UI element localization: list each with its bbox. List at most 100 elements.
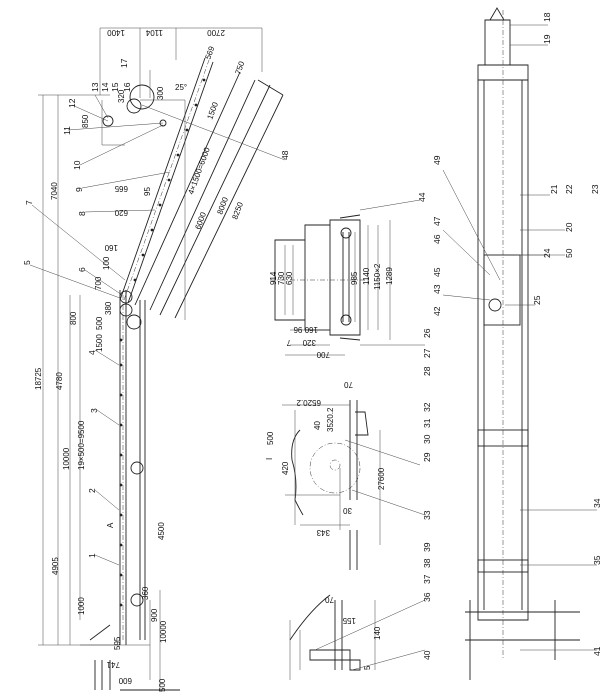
dim-10000: 10000: [62, 447, 71, 470]
dim-569: 569: [203, 45, 216, 61]
part-5: 5: [22, 260, 32, 265]
dim-500-b: 500: [95, 316, 104, 330]
dim-18725: 18725: [34, 367, 43, 390]
dim-665: 665: [114, 184, 128, 193]
dim-1140: 1140: [362, 267, 371, 285]
part-7: 7: [24, 200, 34, 205]
dim-4500: 4500: [157, 522, 166, 540]
dim-1289: 1289: [385, 267, 394, 285]
dim-155: 155: [342, 616, 356, 625]
dim-95: 95: [143, 187, 152, 196]
part-6: 6: [77, 267, 87, 272]
part-49: 49: [432, 155, 442, 165]
section-mark-i: I: [265, 458, 274, 460]
dim-3520: 3520.2: [326, 407, 335, 432]
dim-6000: 6000: [193, 210, 208, 230]
part-4: 4: [87, 350, 97, 355]
part-22: 22: [564, 184, 574, 194]
dim-1500: 1500: [205, 100, 220, 120]
part-29: 29: [422, 452, 432, 462]
dim-1150x2: 1150×2: [373, 263, 382, 290]
dim-595: 595: [113, 636, 122, 650]
part-1: 1: [87, 553, 97, 558]
dim-600: 600: [118, 676, 132, 685]
dim-30: 30: [343, 506, 352, 515]
part-34: 34: [592, 498, 602, 508]
part-11: 11: [62, 126, 72, 135]
part-2: 2: [87, 488, 97, 493]
dim-4780: 4780: [55, 372, 64, 390]
dim-1400: 1400: [107, 28, 125, 37]
detail-view: 500 420 343 27600 30 40 6520.2 3520.2 70…: [265, 380, 426, 680]
part-44: 44: [417, 192, 427, 202]
dim-100: 100: [102, 256, 111, 270]
dim-420: 420: [281, 461, 290, 475]
part-9: 9: [74, 187, 84, 192]
dim-25-deg: 25°: [175, 83, 187, 92]
dim-360: 360: [141, 586, 150, 600]
dim-10000-b: 10000: [159, 620, 168, 643]
part-39: 39: [422, 542, 432, 552]
part-32: 32: [422, 402, 432, 412]
dim-160: 160: [104, 243, 118, 252]
dim-70: 70: [344, 380, 353, 389]
dim-140: 140: [373, 626, 382, 640]
dim-800: 800: [69, 311, 78, 325]
part-16: 16: [122, 82, 132, 92]
part-19: 19: [542, 34, 552, 44]
dim-19x500: 19×500=9500: [77, 420, 86, 470]
part-47: 47: [432, 216, 442, 226]
part-27: 27: [422, 348, 432, 358]
part-36: 36: [422, 592, 432, 602]
view-mark-a: A: [106, 522, 115, 528]
dim-6520: 6520.2: [296, 398, 321, 407]
dim-1500-b: 1500: [95, 334, 104, 352]
dim-700-b: 700: [94, 276, 103, 290]
part-26: 26: [422, 328, 432, 338]
part-23: 23: [590, 184, 600, 194]
part-37: 37: [422, 574, 432, 584]
dim-40: 40: [313, 421, 322, 430]
dim-320: 320: [117, 89, 126, 103]
dim-630: 630: [285, 271, 294, 285]
part-41: 41: [592, 646, 602, 656]
part-46: 46: [432, 234, 442, 244]
part-3: 3: [89, 408, 99, 413]
part-25: 25: [532, 295, 542, 305]
part-20: 20: [564, 222, 574, 232]
part-13: 13: [90, 82, 100, 92]
dim-8000: 8000: [215, 195, 230, 215]
part-24: 24: [542, 248, 552, 258]
part-14: 14: [100, 82, 110, 92]
dim-741: 741: [106, 660, 120, 669]
part-50: 50: [564, 248, 574, 258]
part-42: 42: [432, 306, 442, 316]
dim-500-detail: 500: [266, 431, 275, 445]
dim-4x1500: 4×1500=6000: [186, 146, 212, 196]
part-10: 10: [72, 160, 82, 170]
dim-7040: 7040: [50, 182, 59, 200]
dim-7: 7: [286, 338, 291, 347]
dim-8250: 8250: [230, 200, 245, 220]
dim-70-b: 70: [325, 595, 334, 604]
part-38: 38: [422, 558, 432, 568]
dim-380: 380: [104, 301, 113, 315]
dim-620: 620: [114, 208, 128, 217]
dim-27600: 27600: [377, 467, 386, 490]
dim-2700: 2700: [207, 28, 225, 37]
dim-500: 500: [158, 678, 167, 692]
dim-343: 343: [316, 528, 330, 537]
part-21: 21: [549, 184, 559, 194]
part-33: 33: [422, 510, 432, 520]
part-12: 12: [67, 98, 77, 108]
dim-914: 914: [269, 271, 278, 285]
side-view: 18 19 20 21 22 23 24 25 50 34 35 41: [442, 7, 602, 680]
section-view: 914 730 630 985 1140 1150×2 1289 700 320…: [269, 199, 425, 359]
part-8: 8: [77, 211, 87, 216]
dim-5: 5: [363, 665, 372, 670]
dim-750: 750: [233, 60, 246, 76]
dim-4905: 4905: [51, 557, 60, 575]
part-31: 31: [422, 418, 432, 428]
part-45: 45: [432, 267, 442, 277]
part-30: 30: [422, 434, 432, 444]
